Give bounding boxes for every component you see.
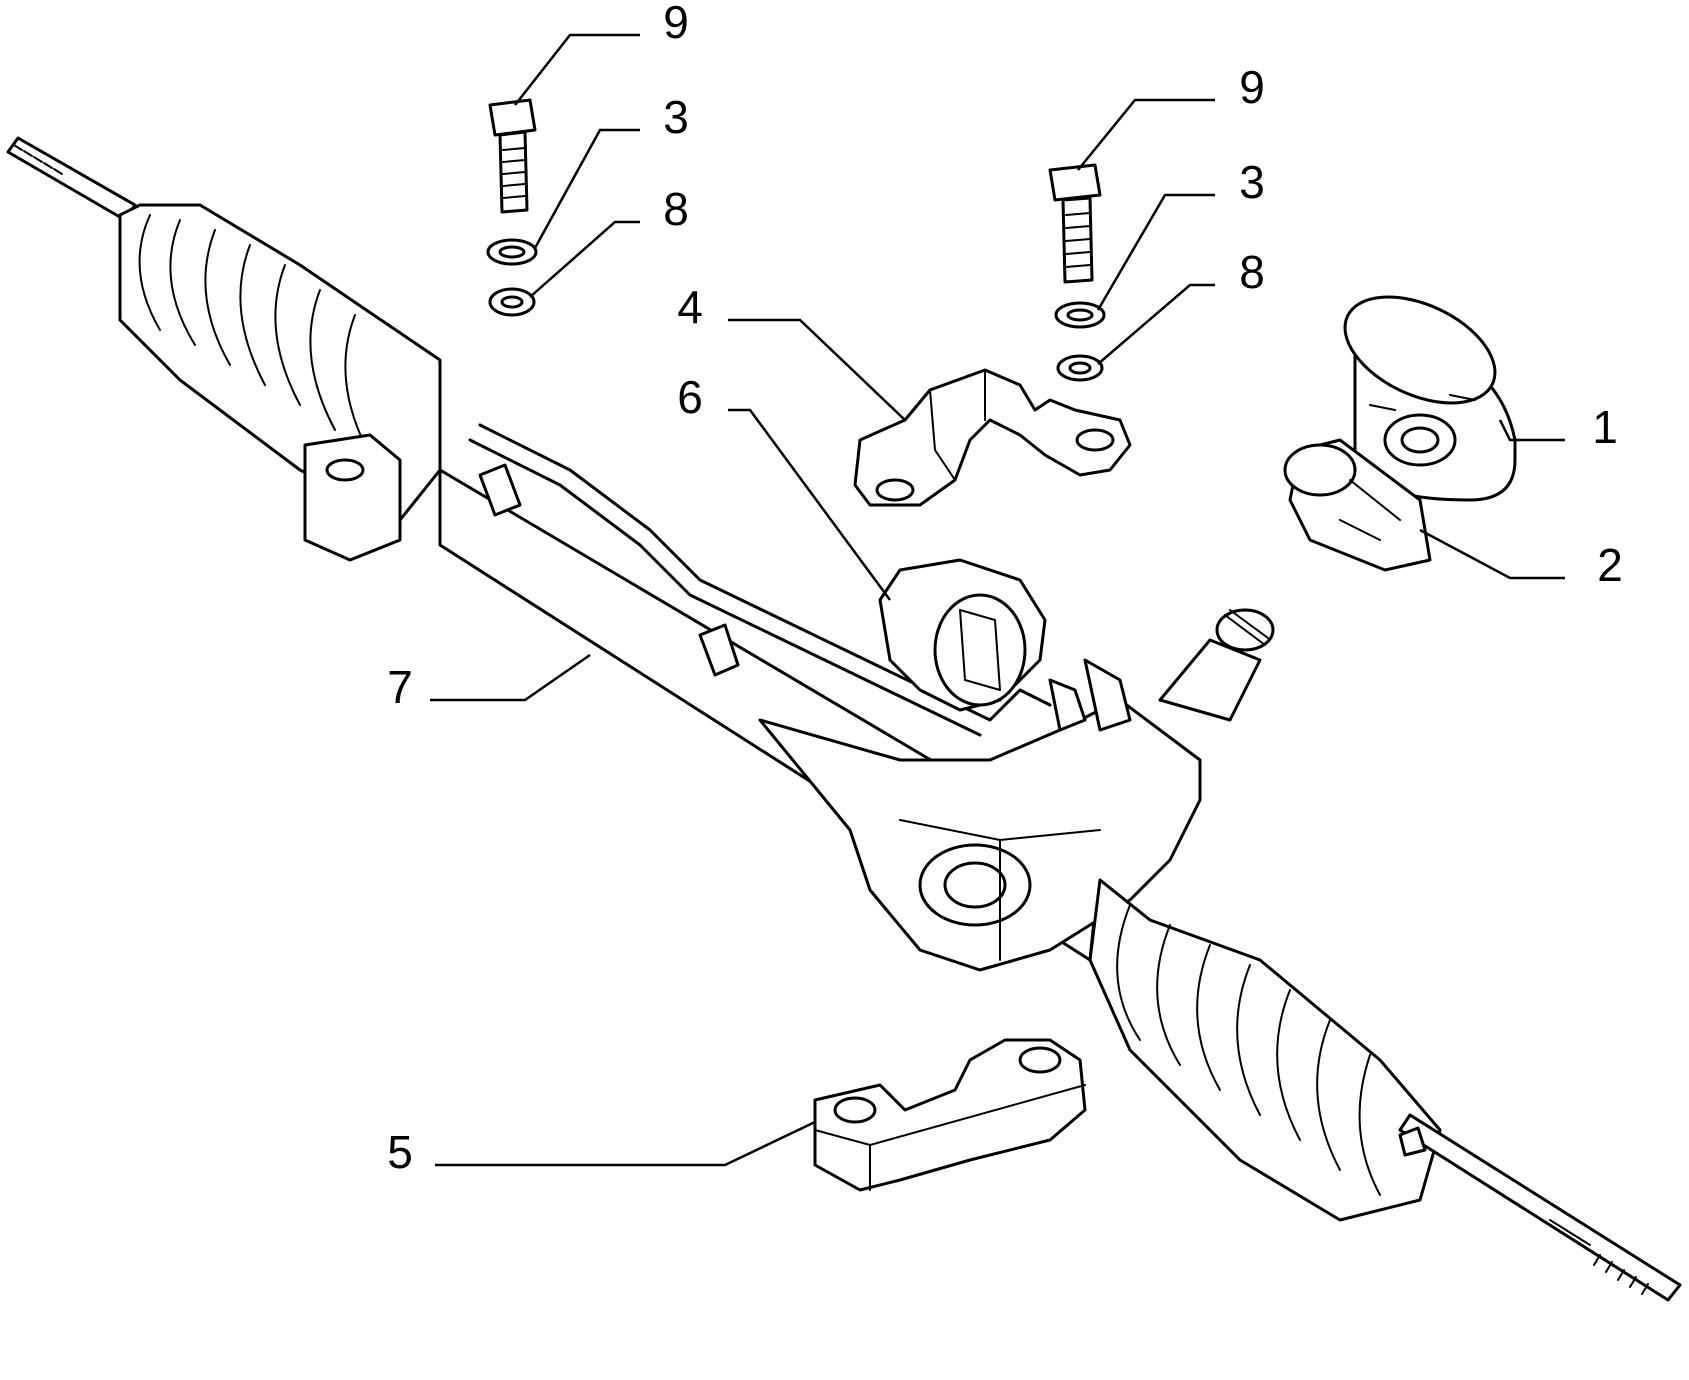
leader-2 xyxy=(1419,528,1565,580)
leader-3-right xyxy=(1096,193,1215,311)
callout-6: 6 xyxy=(677,371,703,423)
callout-5: 5 xyxy=(387,1126,413,1178)
callout-3-right: 3 xyxy=(1239,156,1265,208)
callout-8-right: 8 xyxy=(1239,246,1265,298)
input-shaft xyxy=(1158,638,1262,722)
callout-3-left: 3 xyxy=(663,91,689,143)
right-fastener-set xyxy=(1048,163,1106,382)
right-tie-rod xyxy=(1398,1113,1682,1302)
steering-rack-assembly xyxy=(6,136,1682,1302)
part-2-collar xyxy=(1283,438,1432,572)
callout-9-left: 9 xyxy=(663,0,689,48)
part-6-clamp-ring xyxy=(878,558,1047,712)
leader-4 xyxy=(728,318,906,421)
leader-3-left xyxy=(533,128,640,249)
leader-5 xyxy=(435,1120,816,1167)
left-tie-rod xyxy=(6,136,137,222)
valve-housing xyxy=(758,608,1275,972)
leader-8-left xyxy=(529,220,640,298)
leader-8-right xyxy=(1097,283,1215,365)
hydraulic-pipe xyxy=(478,423,1052,722)
left-mount-block xyxy=(303,433,402,562)
callout-labels: 9 3 8 9 3 8 4 6 7 5 1 2 xyxy=(387,0,1623,1178)
callout-8-left: 8 xyxy=(663,183,689,235)
part-4-upper-bracket xyxy=(853,368,1132,507)
leader-7 xyxy=(430,653,591,702)
leader-6 xyxy=(728,408,892,601)
part-5-lower-bracket xyxy=(813,1038,1087,1192)
bolt-9-right xyxy=(1048,163,1102,202)
callout-1: 1 xyxy=(1592,401,1618,453)
callout-2: 2 xyxy=(1597,539,1623,591)
left-fastener-set xyxy=(486,98,538,317)
callout-4: 4 xyxy=(677,281,703,333)
callout-7: 7 xyxy=(387,661,413,713)
leader-9-right xyxy=(1077,98,1215,171)
right-bellows-boot xyxy=(1088,878,1442,1222)
leader-9-left xyxy=(514,33,640,106)
bolt-9-left xyxy=(488,98,537,137)
callout-9-right: 9 xyxy=(1239,61,1265,113)
leader-lines xyxy=(430,33,1565,1167)
leader-1 xyxy=(1498,419,1565,442)
part-1-rubber-bush xyxy=(1343,295,1517,502)
